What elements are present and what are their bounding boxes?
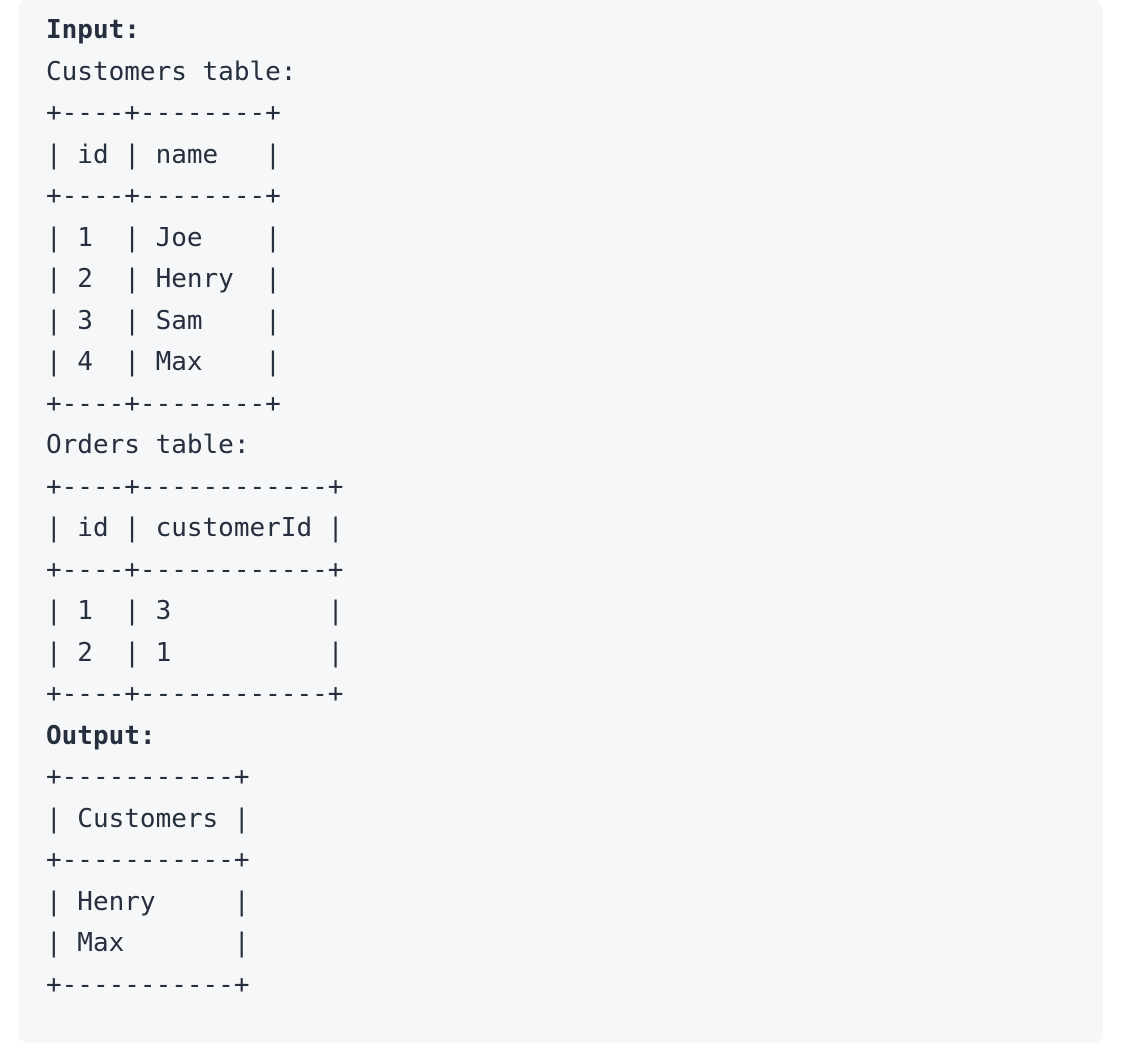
output-table-bottom-border: +-----------+ (46, 969, 250, 1000)
orders-table-header-row: | id | customerId | (46, 513, 344, 543)
output-table-header-separator: +-----------+ (46, 845, 250, 875)
customers-table-row: | 2 | Henry | (46, 264, 281, 294)
customers-table-row: | 4 | Max | (46, 347, 281, 377)
output-table-top-border: +-----------+ (46, 762, 250, 792)
orders-table-bottom-border: +----+------------+ (46, 679, 344, 709)
ascii-table-example: Input: Customers table: +----+--------+ | i… (46, 10, 1091, 1006)
output-section-label: Output: (46, 720, 156, 751)
orders-table-row: | 2 | 1 | (46, 637, 344, 668)
customers-table-top-border: +----+--------+ (46, 98, 281, 128)
orders-table-row: | 1 | 3 | (46, 596, 344, 626)
customers-table-row: | 3 | Sam | (46, 305, 281, 336)
orders-table-caption: Orders table: (46, 430, 250, 460)
customers-table-caption: Customers table: (46, 56, 297, 87)
output-table-row: | Henry | (46, 886, 250, 917)
input-section-label: Input: (46, 15, 140, 45)
output-table-header-row: | Customers | (46, 803, 250, 834)
orders-table-header-separator: +----+------------+ (46, 554, 344, 585)
code-example-panel: Input: Customers table: +----+--------+ | i… (18, 0, 1103, 1043)
orders-table-top-border: +----+------------+ (46, 471, 344, 502)
output-table-row: | Max | (46, 928, 250, 958)
customers-table-bottom-border: +----+--------+ (46, 388, 281, 419)
customers-table-header-separator: +----+--------+ (46, 181, 281, 211)
customers-table-header-row: | id | name | (46, 139, 281, 170)
customers-table-row: | 1 | Joe | (46, 222, 281, 253)
